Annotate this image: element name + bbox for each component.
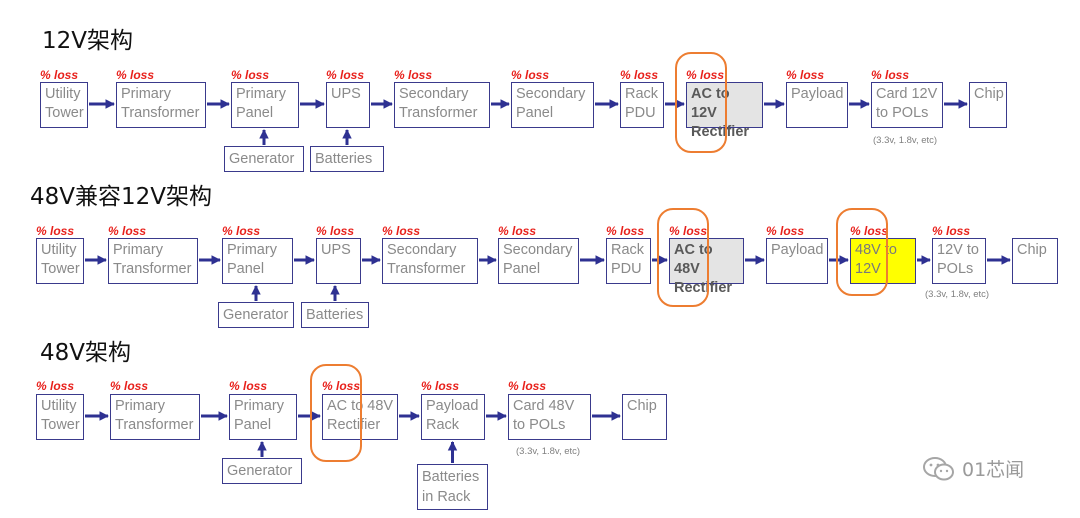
node-ac_48v: AC to 48V Rectifier: [669, 238, 744, 296]
loss-label: % loss: [766, 224, 805, 238]
loss-label: % loss: [316, 224, 355, 238]
loss-label: % loss: [322, 379, 361, 393]
highlight-outline: [836, 208, 888, 296]
subnode-generator: Generator: [222, 458, 302, 484]
highlight-outline: [310, 364, 362, 462]
node-ups: UPS: [326, 82, 370, 128]
loss-label: % loss: [231, 68, 270, 82]
loss-label: % loss: [620, 68, 659, 82]
node-primary_panel: Primary Panel: [222, 238, 293, 284]
loss-label: % loss: [498, 224, 537, 238]
loss-label: % loss: [686, 68, 725, 82]
subnode-batteries: Batteries: [301, 302, 369, 328]
subnode-generator: Generator: [224, 146, 304, 172]
node-card_12v: Card 12V to POLs: [871, 82, 943, 128]
node-chip: Chip: [1012, 238, 1058, 284]
voltage-note: (3.3v, 1.8v, etc): [873, 135, 938, 146]
node-primary_panel: Primary Panel: [231, 82, 299, 128]
watermark-text: 01芯闻: [962, 459, 1025, 481]
node-rack_pdu: Rack PDU: [620, 82, 664, 128]
node-secondary_panel: Secondary Panel: [498, 238, 579, 284]
node-primary_tx: Primary Transformer: [116, 82, 206, 128]
loss-label: % loss: [932, 224, 971, 238]
node-utility: Utility Tower: [36, 238, 84, 284]
voltage-note: (3.3v, 1.8v, etc): [925, 289, 990, 300]
node-chip: Chip: [622, 394, 667, 440]
loss-label: % loss: [222, 224, 261, 238]
loss-label: % loss: [508, 379, 547, 393]
node-ac_12v: AC to 12V Rectifier: [686, 82, 763, 140]
node-secondary_tx: Secondary Transformer: [394, 82, 490, 128]
node-v48_12v: 48V to 12V: [850, 238, 916, 284]
node-payload: Payload: [786, 82, 848, 128]
node-secondary_panel: Secondary Panel: [511, 82, 594, 128]
node-payload_rack: Payload Rack: [421, 394, 485, 440]
section-title: 12V架构: [42, 28, 134, 54]
loss-label: % loss: [382, 224, 421, 238]
loss-label: % loss: [850, 224, 889, 238]
loss-label: % loss: [606, 224, 645, 238]
loss-label: % loss: [669, 224, 708, 238]
node-rack_pdu: Rack PDU: [606, 238, 651, 284]
section-title: 48V架构: [40, 340, 132, 366]
node-utility: Utility Tower: [36, 394, 84, 440]
subnode-batteries: Batteries: [310, 146, 384, 172]
loss-label: % loss: [108, 224, 147, 238]
node-secondary_tx: Secondary Transformer: [382, 238, 478, 284]
loss-label: % loss: [326, 68, 365, 82]
subnode-batteries_rack: Batteries in Rack: [417, 464, 488, 510]
loss-label: % loss: [229, 379, 268, 393]
watermark: 01芯闻: [922, 455, 1024, 482]
node-utility: Utility Tower: [40, 82, 88, 128]
node-primary_tx: Primary Transformer: [110, 394, 200, 440]
wechat-icon: [923, 456, 954, 480]
node-primary_tx: Primary Transformer: [108, 238, 198, 284]
loss-label: % loss: [871, 68, 910, 82]
node-chip: Chip: [969, 82, 1007, 128]
loss-label: % loss: [394, 68, 433, 82]
section-title: 48V兼容12V架构: [30, 184, 213, 210]
subnode-generator: Generator: [218, 302, 294, 328]
node-ups: UPS: [316, 238, 361, 284]
loss-label: % loss: [40, 68, 79, 82]
node-v12_pols: 12V to POLs: [932, 238, 986, 284]
loss-label: % loss: [36, 224, 75, 238]
node-payload: Payload: [766, 238, 828, 284]
node-card_48v: Card 48V to POLs: [508, 394, 591, 440]
loss-label: % loss: [110, 379, 149, 393]
node-primary_panel: Primary Panel: [229, 394, 297, 440]
voltage-note: (3.3v, 1.8v, etc): [516, 446, 581, 457]
loss-label: % loss: [421, 379, 460, 393]
loss-label: % loss: [511, 68, 550, 82]
loss-label: % loss: [36, 379, 75, 393]
highlight-outline: [675, 52, 727, 153]
highlight-outline: [657, 208, 709, 307]
loss-label: % loss: [786, 68, 825, 82]
loss-label: % loss: [116, 68, 155, 82]
